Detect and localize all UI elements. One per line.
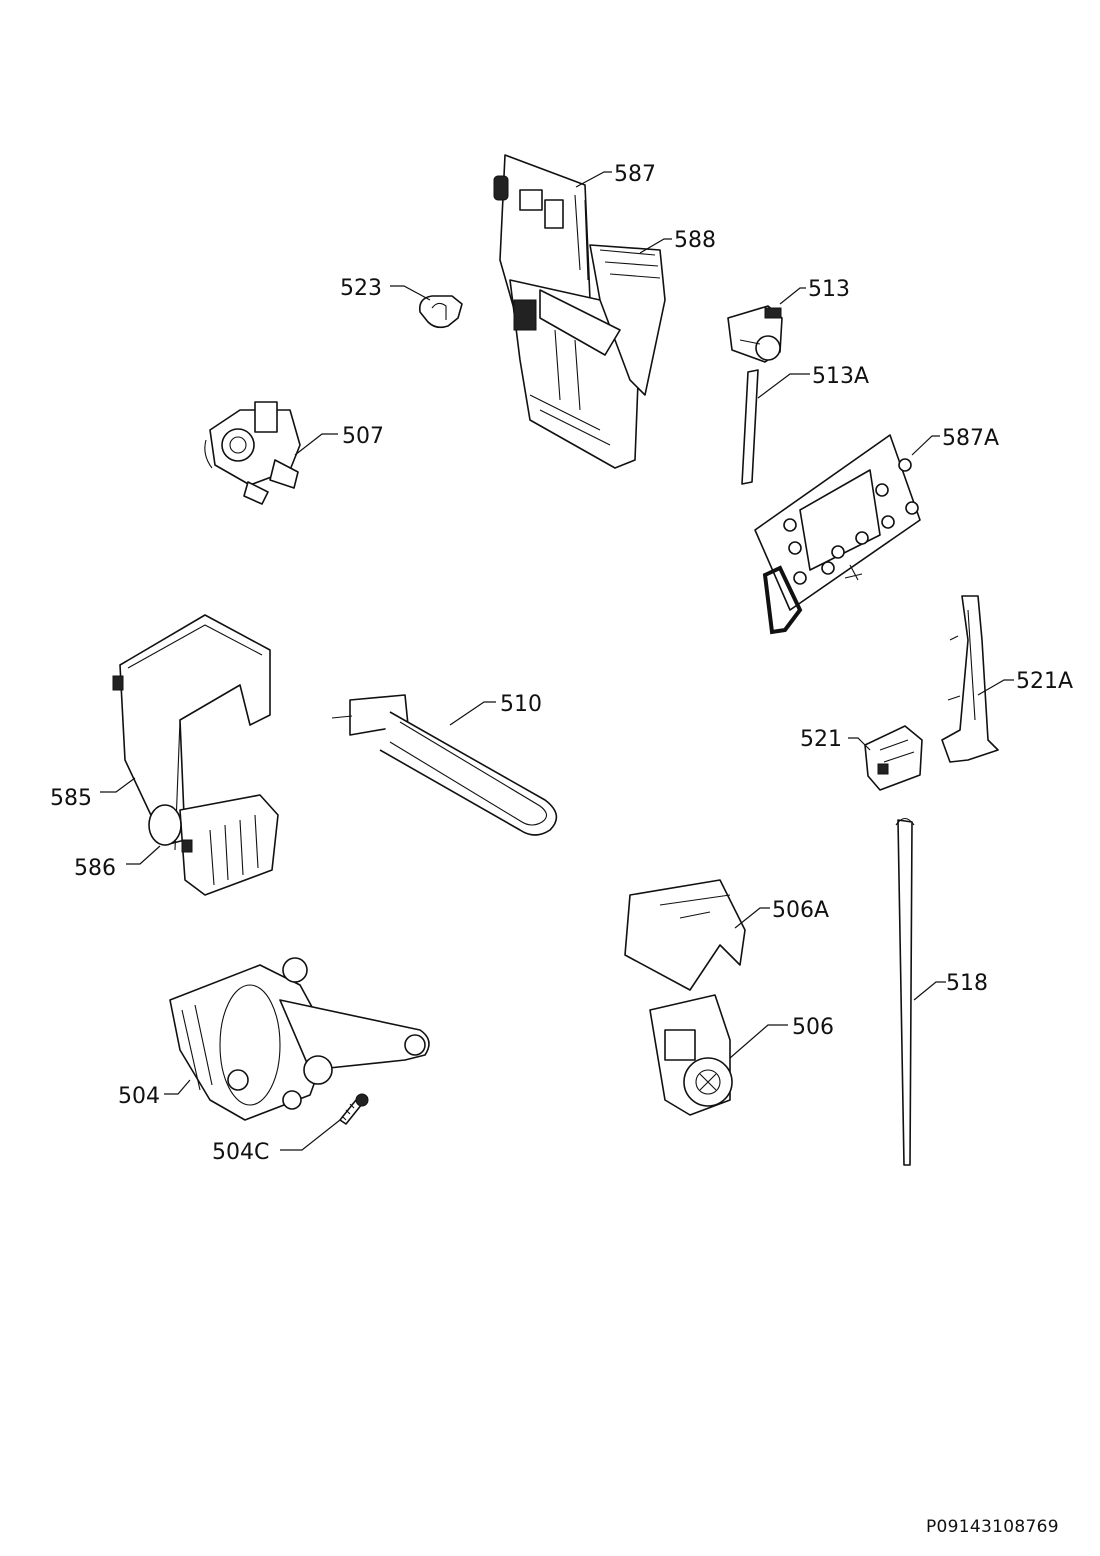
leader-504 [164,1079,191,1095]
label-504C: 504C [212,1140,269,1165]
part-586-drawing [148,794,279,896]
label-518: 518 [946,971,988,996]
part-507-drawing [204,401,301,505]
part-523-drawing [418,295,463,329]
leader-504C [280,1119,341,1151]
part-504C-drawing [339,1093,369,1125]
leader-507 [294,433,338,456]
part-513-drawing [727,305,783,363]
label-513A: 513A [812,364,869,389]
leader-588 [639,238,672,254]
label-588: 588 [674,228,716,253]
part-521A-drawing [941,595,999,763]
label-506: 506 [792,1015,834,1040]
leader-513A [757,373,810,399]
label-507: 507 [342,424,384,449]
leader-587A [911,435,940,456]
leader-521A [977,679,1014,696]
leader-586 [126,845,161,865]
label-504: 504 [118,1084,160,1109]
leader-510 [449,701,496,726]
part-521-drawing [864,725,923,791]
label-523: 523 [340,276,382,301]
part-587A-drawing [754,434,921,635]
part-506-drawing [649,994,733,1116]
label-586: 586 [74,856,116,881]
label-521A: 521A [1016,669,1073,694]
part-587-588-drawing [493,154,666,469]
leader-587 [575,171,612,188]
leader-518 [913,981,946,1001]
leader-523 [390,285,431,301]
part-518-drawing [895,817,915,1166]
leader-506A [734,907,770,929]
part-506A-drawing [624,879,746,991]
leader-513 [779,287,806,305]
leader-585 [100,777,136,793]
label-513: 513 [808,277,850,302]
label-587: 587 [614,162,656,187]
label-521: 521 [800,727,842,752]
label-510: 510 [500,692,542,717]
label-585: 585 [50,786,92,811]
part-513A-drawing [741,369,759,485]
part-504-drawing [169,957,430,1121]
part-510-drawing [331,694,558,836]
leader-506 [729,1024,788,1059]
leader-521 [848,737,871,751]
label-587A: 587A [942,426,999,451]
reference-code: P09143108769 [926,1517,1059,1537]
label-506A: 506A [772,898,829,923]
